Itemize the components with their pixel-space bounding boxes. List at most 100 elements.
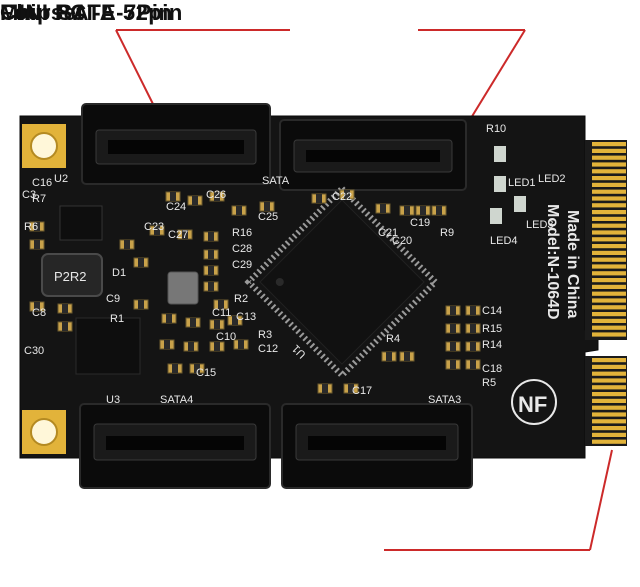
smd-body <box>208 266 214 275</box>
smd-body <box>188 342 194 351</box>
mounting-hole-top <box>22 124 66 168</box>
smd-body <box>450 360 456 369</box>
gold-finger <box>592 398 626 403</box>
silk-u2: U2 <box>54 173 68 185</box>
gold-finger <box>592 392 626 397</box>
smd-body <box>238 340 244 349</box>
silk-ref: C26 <box>206 189 226 201</box>
gold-finger <box>592 419 626 424</box>
silk-ref: C24 <box>166 201 186 213</box>
smd-body <box>208 250 214 259</box>
silk-ref: C22 <box>332 191 352 203</box>
smd-body <box>470 360 476 369</box>
smd-body <box>386 352 392 361</box>
gold-finger <box>592 203 626 208</box>
gold-finger <box>592 216 626 221</box>
silk-made-in-china: Made in China <box>564 210 581 319</box>
silk-reference-designators: R10LED2LED1LED4LED3C22C21C20C19R9C25C26C… <box>22 123 566 397</box>
callout-chipset: Chipset <box>0 0 85 25</box>
gold-finger <box>592 182 626 187</box>
silk-ref: C11 <box>212 307 231 319</box>
silk-ref: R6 <box>24 221 38 233</box>
silk-ref: C23 <box>144 221 164 233</box>
silk-ref: C8 <box>32 307 46 319</box>
gold-finger <box>592 298 626 303</box>
smd-body <box>322 384 328 393</box>
gold-finger <box>592 305 626 310</box>
gold-finger <box>592 332 626 337</box>
smd-body <box>190 318 196 327</box>
smd-body <box>218 300 224 309</box>
smd-body <box>470 342 476 351</box>
gold-finger <box>592 412 626 417</box>
gold-finger <box>592 176 626 181</box>
silk-ref: C16 <box>32 177 52 189</box>
smd-body <box>208 282 214 291</box>
gold-finger <box>592 426 626 431</box>
smd-body <box>236 206 242 215</box>
gold-finger <box>592 244 626 249</box>
mounting-hole-bottom <box>22 410 66 454</box>
gold-finger <box>592 284 626 289</box>
smd-body <box>450 306 456 315</box>
silk-ref: C3 <box>22 189 36 201</box>
silk-ref: R5 <box>482 377 496 389</box>
smd-body <box>194 364 200 373</box>
smd-body <box>138 258 144 267</box>
inductor-p2r2: P2R2 <box>41 253 103 297</box>
silk-ref: LED3 <box>526 219 554 231</box>
gold-finger <box>592 196 626 201</box>
gold-finger <box>592 291 626 296</box>
gold-fingers-top <box>592 142 626 337</box>
gold-finger <box>592 364 626 369</box>
smd-body <box>214 320 220 329</box>
smd-body <box>34 240 40 249</box>
smd-body <box>214 342 220 351</box>
smd-body <box>450 324 456 333</box>
gold-finger <box>592 318 626 323</box>
smd-body <box>316 194 322 203</box>
silk-ref: C20 <box>392 235 412 247</box>
smd-body <box>348 384 354 393</box>
smd-body <box>166 314 172 323</box>
gold-finger <box>592 148 626 153</box>
silk-ref: R3 <box>258 329 272 341</box>
gold-finger <box>592 264 626 269</box>
svg-text:NF: NF <box>518 392 547 417</box>
gold-finger <box>592 371 626 376</box>
smd-body <box>170 192 176 201</box>
gold-finger <box>592 162 626 167</box>
ic-u2 <box>59 205 103 241</box>
sata-port-3 <box>281 403 473 489</box>
silk-ref: C17 <box>352 385 372 397</box>
silk-ref: LED2 <box>538 173 566 185</box>
silk-ref: R16 <box>232 227 252 239</box>
gold-finger <box>592 378 626 383</box>
gold-finger <box>592 155 626 160</box>
silk-sata3: SATA3 <box>428 394 461 406</box>
silk-ref: C9 <box>106 293 120 305</box>
silk-ref: C15 <box>196 367 216 379</box>
svg-text:P2R2: P2R2 <box>54 269 87 284</box>
smd-body <box>62 304 68 313</box>
smd-body <box>344 190 350 199</box>
silk-ref: D1 <box>112 267 126 279</box>
gold-fingers-bottom <box>592 358 626 444</box>
silk-ref: R14 <box>482 339 502 351</box>
silk-model: Model:N-1064D <box>544 204 561 320</box>
smd-body <box>380 204 386 213</box>
silk-ref: R10 <box>486 123 506 135</box>
silk-ref: C14 <box>482 305 502 317</box>
silk-ref: C27 <box>168 229 188 241</box>
smd-body <box>208 232 214 241</box>
smd-body <box>34 222 40 231</box>
gold-finger <box>592 439 626 444</box>
smd-body <box>470 306 476 315</box>
silk-ref: C10 <box>216 331 236 343</box>
silk-ref: LED1 <box>508 177 536 189</box>
smd-body <box>404 352 410 361</box>
smd-body <box>164 340 170 349</box>
silk-sata4: SATA4 <box>160 394 193 406</box>
silk-ref: R2 <box>234 293 248 305</box>
silk-ref: C19 <box>410 217 430 229</box>
